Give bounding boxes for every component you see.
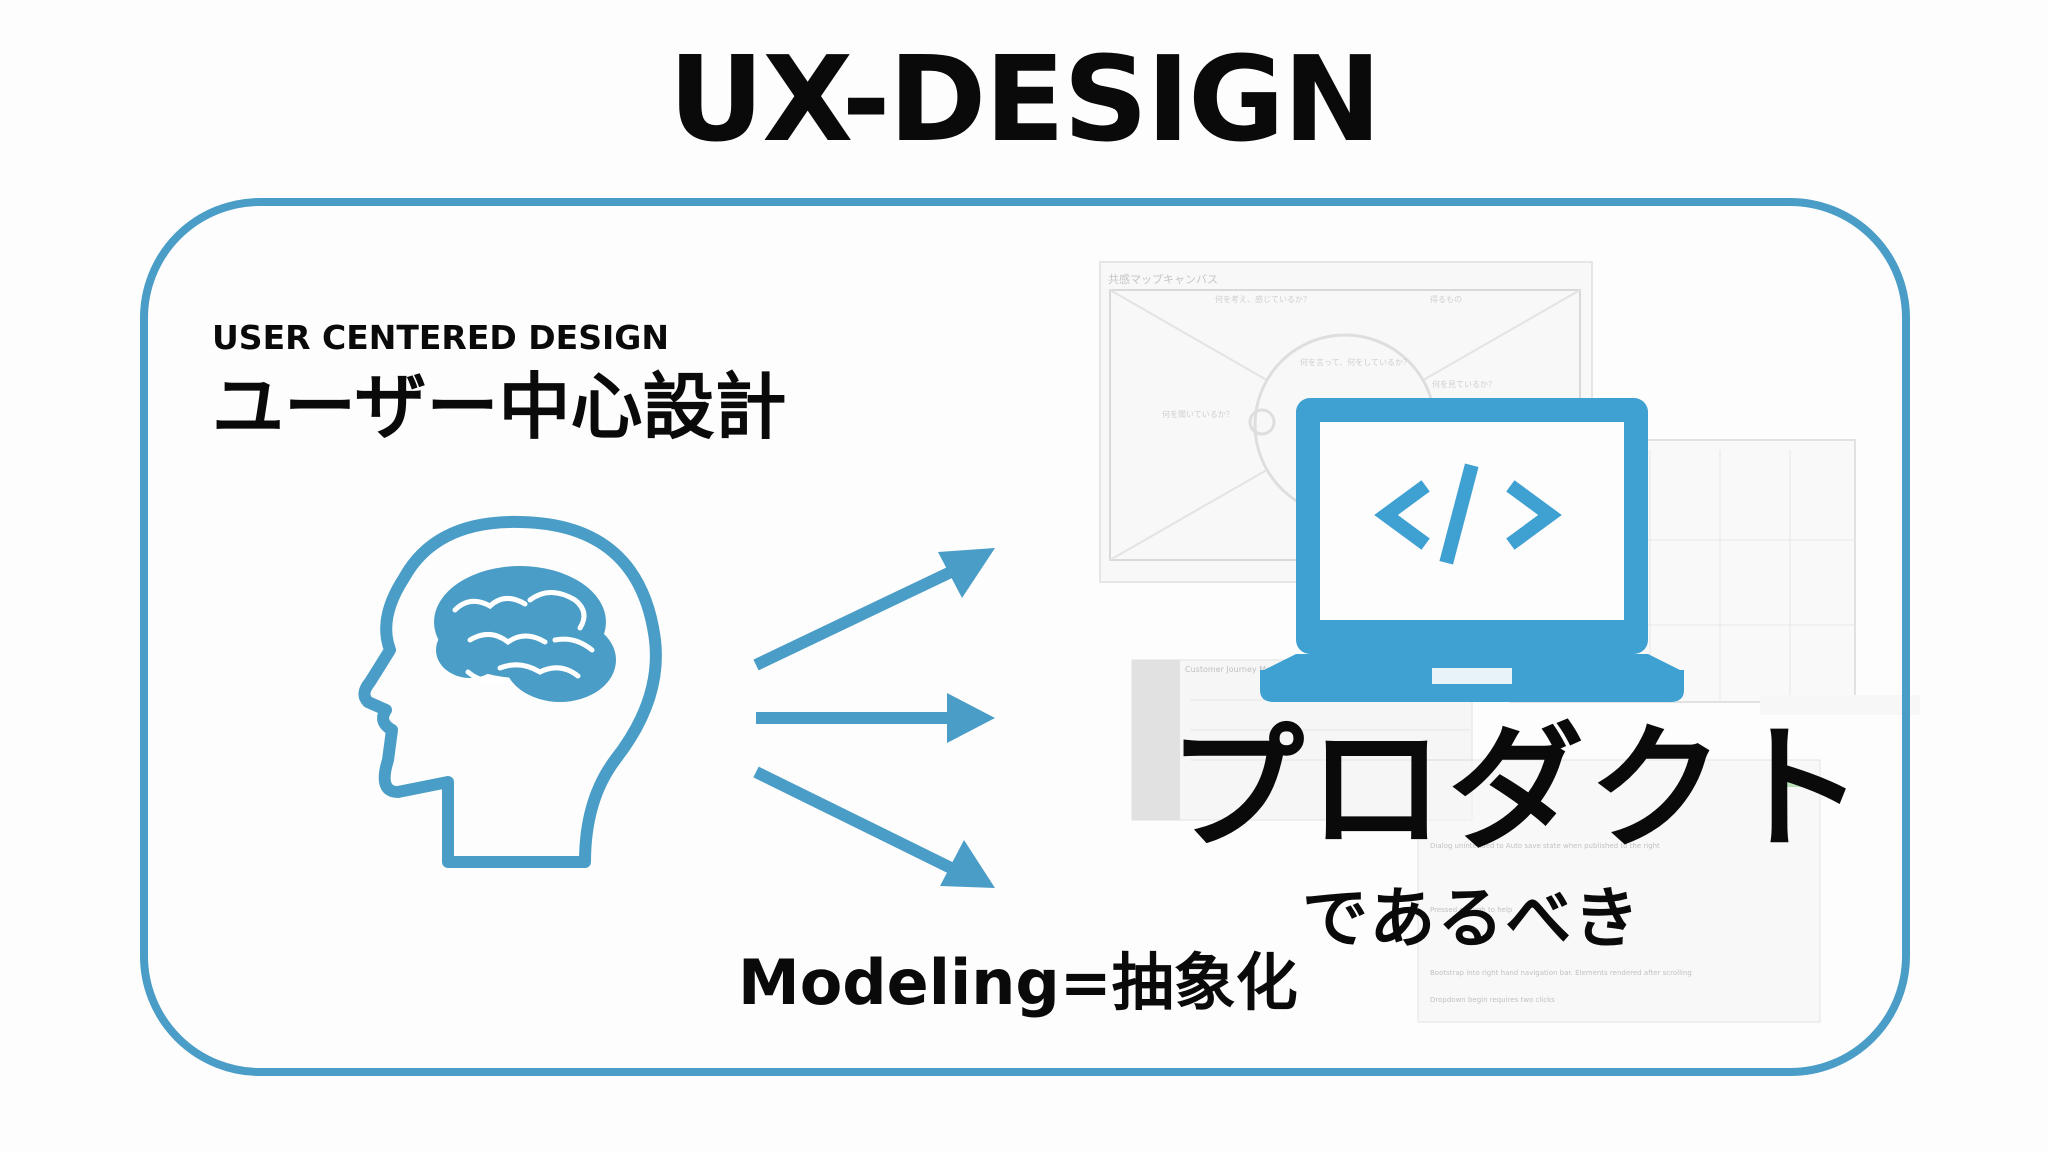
arrow-right-icon: [753, 548, 995, 671]
journey-title: Customer Journey Map: [1185, 665, 1276, 674]
list-item: Pressed enough to help: [1430, 906, 1513, 914]
content-frame: [140, 198, 1910, 1076]
list-item: Dropdown begin requires two clicks: [1430, 996, 1555, 1004]
canvas-prompt: 何を聞いているか？: [1162, 409, 1234, 419]
canvas-prompt: 得るもの: [1430, 294, 1462, 304]
list-item: Dialog unintended to Auto save state whe…: [1430, 842, 1660, 850]
issue-list: Dialog unintended to Auto save state whe…: [1417, 759, 1821, 1023]
eyebrow-label: USER CENTERED DESIGN: [212, 318, 669, 357]
modeling-label: Modeling=抽象化: [738, 946, 1298, 1019]
slide-title: UX-DESIGN: [668, 30, 1381, 168]
list-item: Bootstrap into right hand navigation bar…: [1430, 969, 1692, 977]
canvas-title: 共感マップキャンバス: [1108, 273, 1218, 286]
arrow-right-icon: [756, 693, 995, 743]
canvas-prompt: 何を見ているか？: [1432, 379, 1496, 389]
subhead: ユーザー中心設計: [212, 365, 787, 449]
product-label: プロダクト: [1168, 711, 1868, 869]
should-label: であるべき: [1302, 880, 1642, 957]
canvas-prompt: 何を考え、感じているか？: [1215, 294, 1311, 304]
canvas-prompt: 何を言って、何をしているか？: [1300, 357, 1411, 367]
arrow-right-icon: [753, 766, 995, 888]
